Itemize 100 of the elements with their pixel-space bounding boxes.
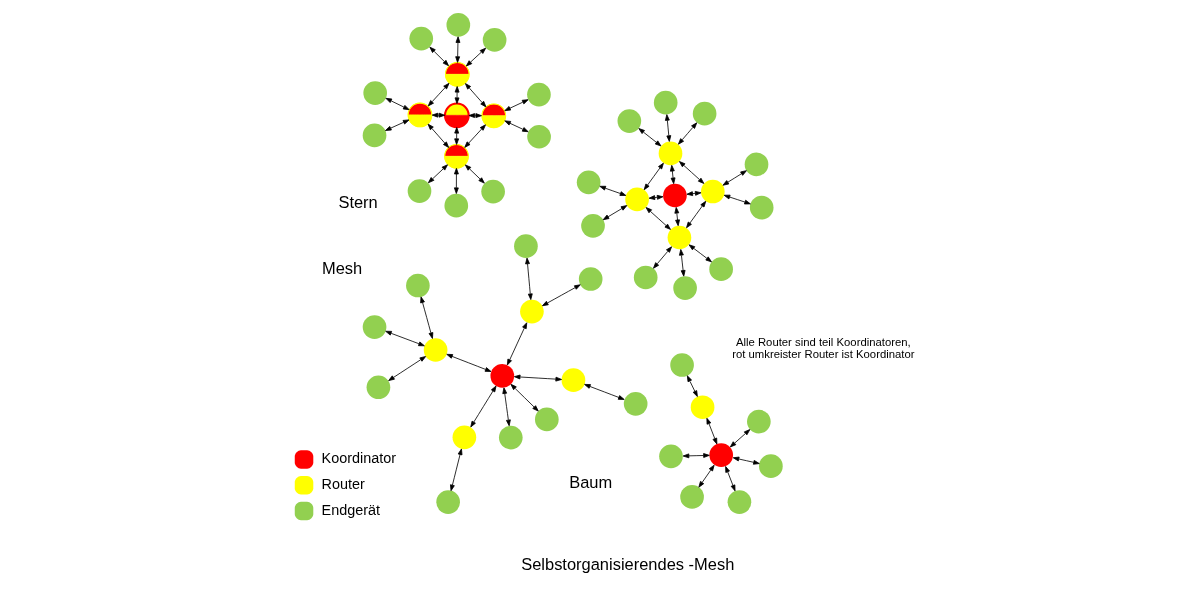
node-circle xyxy=(759,453,783,478)
node-circle xyxy=(709,256,733,281)
node-circle xyxy=(690,394,715,419)
arrow xyxy=(688,243,712,262)
arrow xyxy=(427,163,448,183)
node-circle xyxy=(673,275,697,300)
arrow xyxy=(678,121,698,145)
node-circle xyxy=(436,489,460,514)
node-circle xyxy=(527,124,551,149)
arrow xyxy=(723,194,751,204)
arrow xyxy=(686,190,702,196)
node-circle xyxy=(444,193,469,218)
arrow xyxy=(679,160,705,184)
arrow xyxy=(682,452,710,458)
arrow xyxy=(464,163,485,184)
node-circle xyxy=(692,101,717,126)
node-circle xyxy=(653,90,678,115)
arrow xyxy=(453,167,459,194)
arrow xyxy=(525,257,533,300)
label: Baum xyxy=(569,472,613,491)
arrow xyxy=(465,47,487,66)
node-circle xyxy=(658,141,683,165)
node-circle xyxy=(581,213,605,238)
label: Stern xyxy=(338,192,378,211)
arrow xyxy=(385,119,410,131)
arrow xyxy=(602,204,628,220)
node-circle xyxy=(659,443,683,468)
arrow xyxy=(732,456,760,465)
arrow xyxy=(510,383,539,411)
arrow xyxy=(420,296,434,339)
node-circle xyxy=(663,183,687,207)
arrow xyxy=(464,123,486,148)
node-circle xyxy=(407,178,432,203)
arrow xyxy=(686,200,707,228)
node-circle xyxy=(749,195,774,219)
arrow xyxy=(454,85,460,104)
node-circle xyxy=(576,170,601,194)
node-circle xyxy=(423,337,448,362)
node-circle xyxy=(633,265,658,289)
arrow xyxy=(725,465,736,491)
node-circle xyxy=(680,484,704,509)
arrow xyxy=(669,164,676,184)
arrow xyxy=(645,206,671,230)
arrow xyxy=(706,417,718,444)
arrow xyxy=(674,206,680,226)
arrow xyxy=(427,123,450,148)
node-circle xyxy=(482,27,507,52)
legend-label: Router xyxy=(321,475,365,492)
node-circle xyxy=(409,26,434,50)
arrow xyxy=(504,119,529,132)
arrow xyxy=(722,169,747,186)
node-circle xyxy=(446,12,471,37)
arrow xyxy=(504,98,529,111)
arrow xyxy=(455,35,461,63)
node-circle xyxy=(362,314,387,339)
arrow xyxy=(388,355,427,381)
node-circle xyxy=(362,123,387,147)
label: Alle Router sind teil Koordinatoren, rot umkreister Router ist Koordinator xyxy=(732,335,915,360)
node-circle xyxy=(481,179,505,203)
node-circle xyxy=(406,273,430,297)
arrow xyxy=(638,127,662,146)
node-circle xyxy=(747,409,771,433)
arrow xyxy=(464,82,487,107)
node-circle xyxy=(498,425,523,449)
node-circle xyxy=(727,489,752,514)
arrow xyxy=(686,374,698,397)
node-circle xyxy=(617,108,642,133)
label: Mesh xyxy=(322,258,363,277)
node-circle xyxy=(452,425,477,449)
arrow xyxy=(429,46,449,66)
arrow xyxy=(599,185,627,196)
node-circle xyxy=(709,442,734,467)
node-circle xyxy=(744,152,769,176)
arrow xyxy=(470,385,497,427)
node-circle xyxy=(514,233,538,258)
node-circle xyxy=(366,374,391,399)
arrow xyxy=(502,386,511,426)
arrow xyxy=(513,374,562,382)
arrow xyxy=(427,82,450,106)
arrow xyxy=(648,194,664,200)
arrow xyxy=(385,330,425,346)
node-circle xyxy=(700,179,725,203)
arrow xyxy=(506,321,528,365)
arrow xyxy=(446,353,492,372)
node-circle xyxy=(535,407,559,431)
node-circle xyxy=(578,266,603,291)
node-circle xyxy=(561,367,586,392)
node-circle xyxy=(667,225,692,249)
arrow xyxy=(450,448,463,491)
node-circle xyxy=(625,187,649,211)
arrow xyxy=(679,248,686,277)
label: Selbstorganisierendes -Mesh xyxy=(521,554,735,573)
arrow xyxy=(643,162,664,190)
node-circle xyxy=(520,299,544,323)
legend-label: Koordinator xyxy=(321,449,397,466)
arrow xyxy=(653,245,672,269)
node-circle xyxy=(363,80,388,105)
arrow xyxy=(454,126,460,145)
arrow xyxy=(385,97,410,110)
arrow xyxy=(664,113,672,142)
